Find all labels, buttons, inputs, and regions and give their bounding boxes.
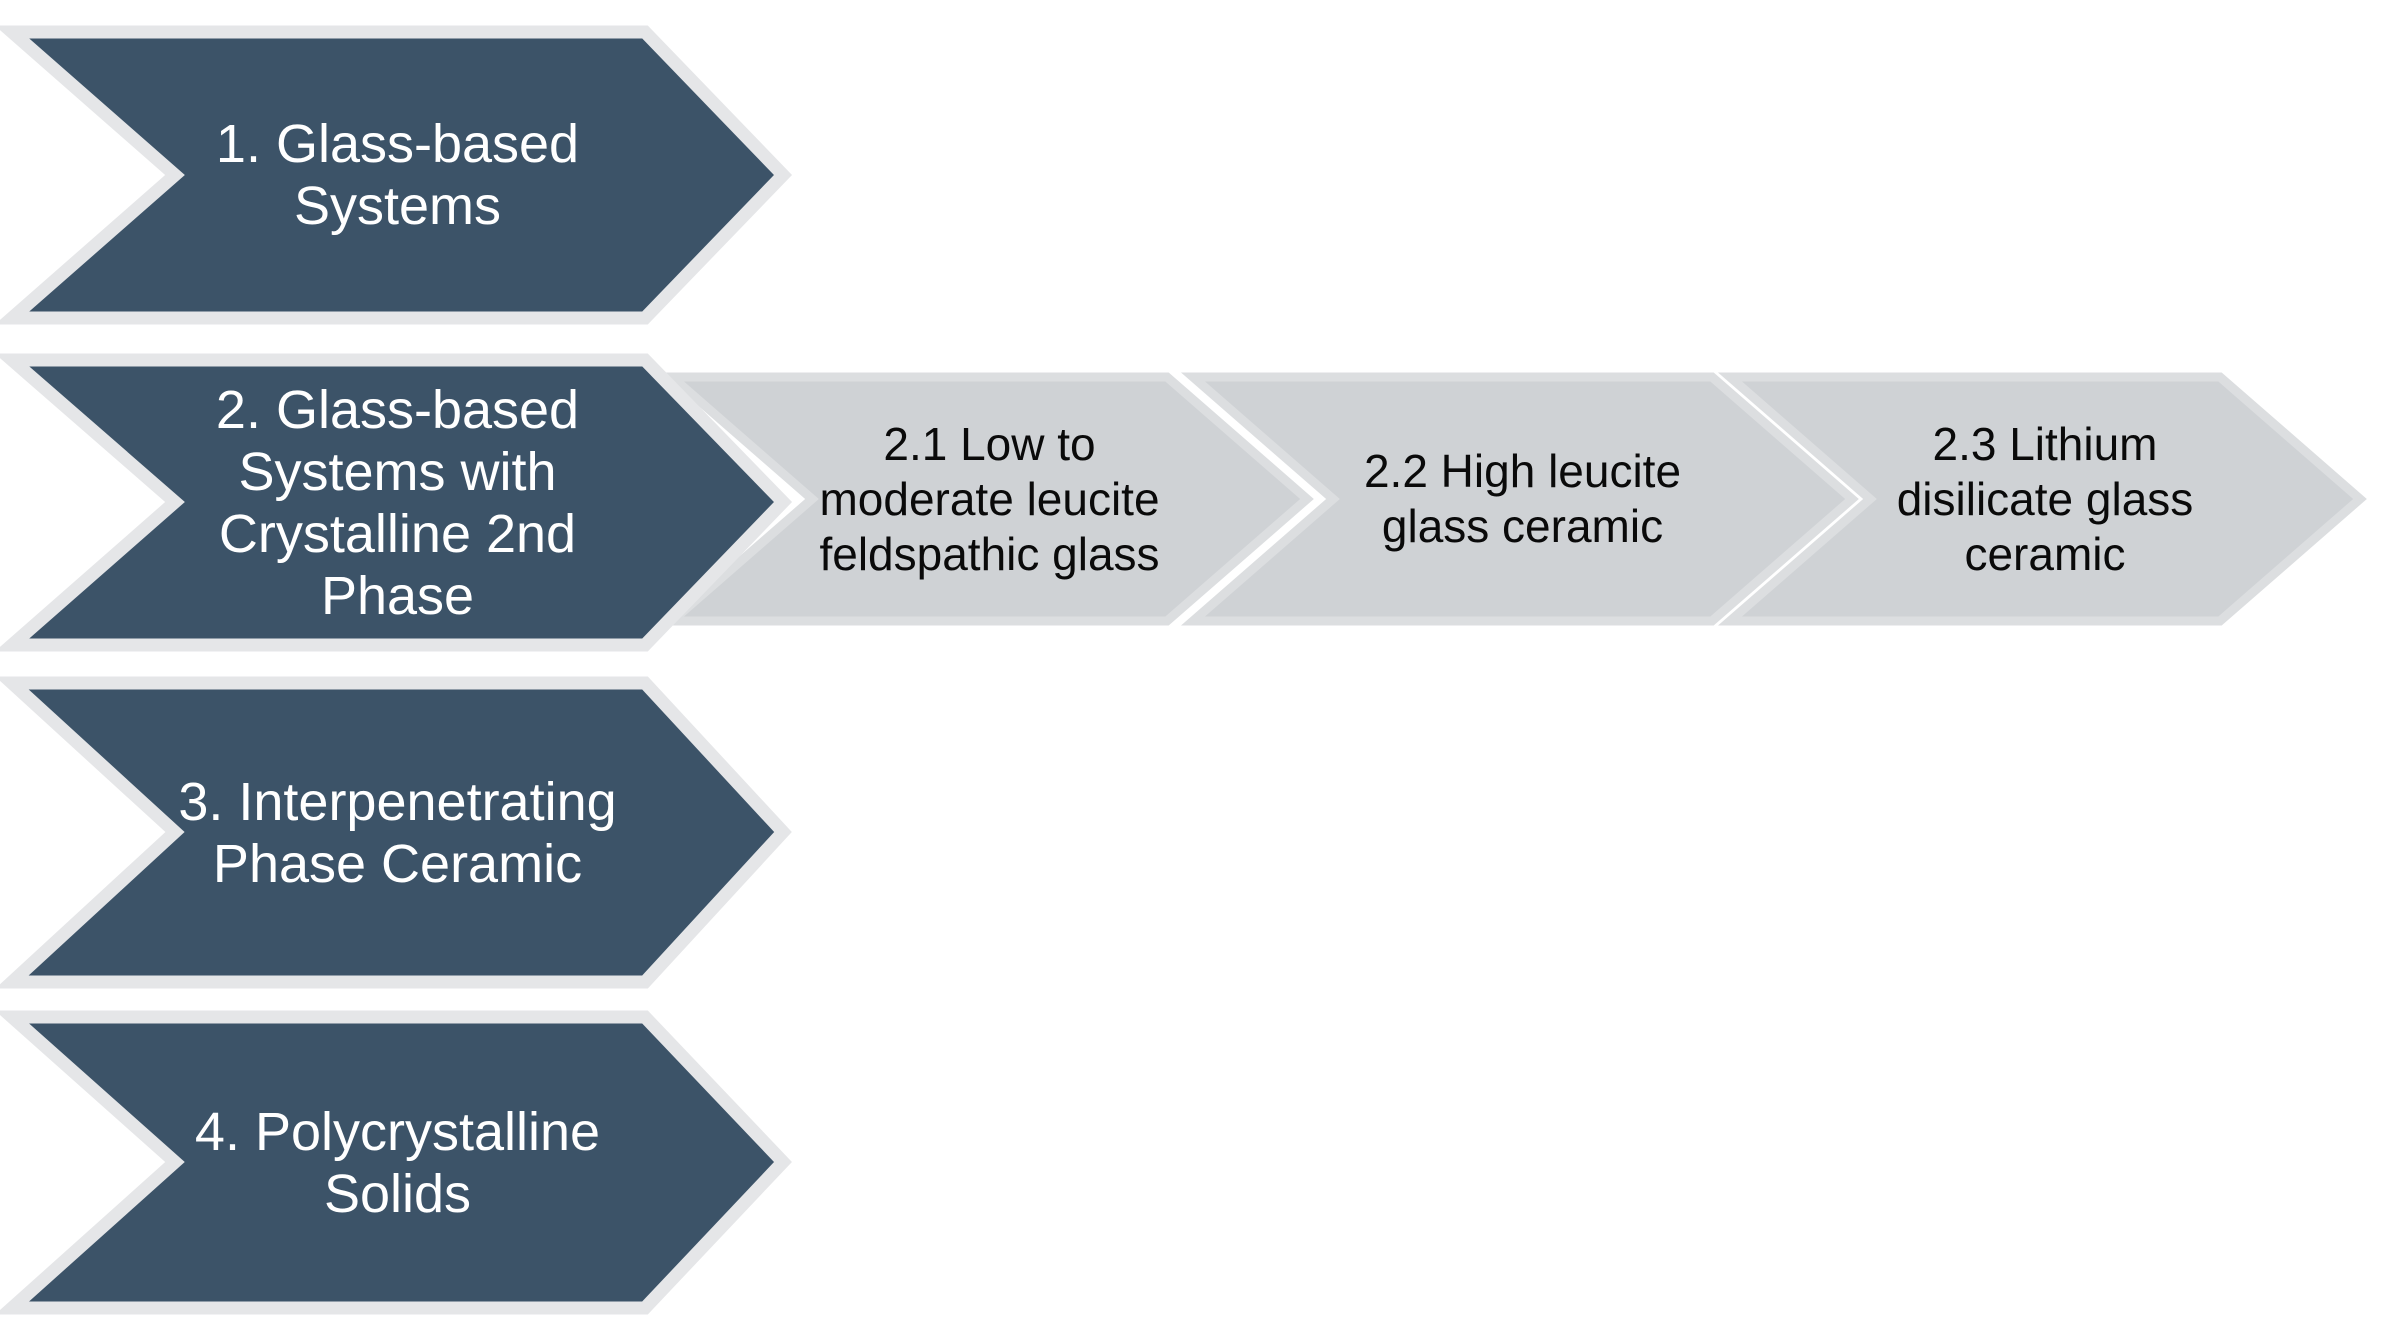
chevron-sub-1-shape (659, 372, 1314, 626)
chevron-main-2-shape (0, 353, 793, 652)
chevron-main-4-shape (0, 1010, 792, 1315)
chevron-sub-3-shape (1717, 372, 2367, 626)
chevron-sub-2-shape (1180, 372, 1859, 626)
chevron-main-3-shape (0, 676, 792, 989)
chevron-main-1-shape (0, 25, 793, 325)
